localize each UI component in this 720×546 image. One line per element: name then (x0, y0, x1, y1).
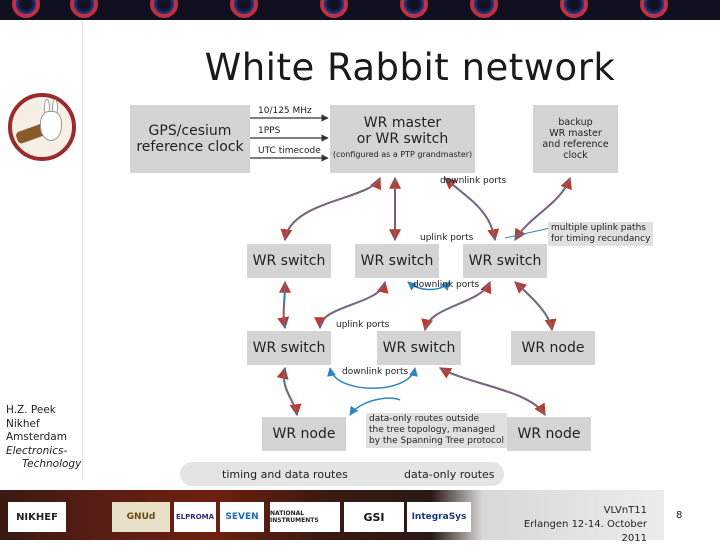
wr-node-row3-2: WR node (507, 417, 591, 451)
decor-ring (400, 0, 428, 18)
logo-gsi: GSI (344, 502, 404, 532)
callout-line (504, 227, 551, 239)
route-sw4-node1-blue (283, 367, 298, 416)
master-sub: (configured as a PTP grandmaster) (332, 150, 473, 159)
wr-switch-row1-3: WR switch (463, 244, 547, 278)
author-dept-2: Technology (22, 458, 82, 470)
decor-ring (150, 0, 178, 18)
gps-line2: reference clock (136, 139, 244, 155)
signal-label-utc: UTC timecode (258, 146, 321, 156)
data-only-line3: by the Spanning Tree protocol (369, 436, 504, 446)
route-master-sw1-blue (284, 177, 381, 241)
logo-nikhef: NIKHEF (8, 502, 66, 532)
logo-elproma: ELPROMA (174, 502, 216, 532)
route-sw5-node2-blue (439, 367, 546, 416)
backup-line3: and reference clock (542, 139, 609, 161)
route-master-sw3-blue (444, 177, 496, 241)
route-sw3-node (514, 281, 557, 332)
wr-switch-row1-2: WR switch (355, 244, 439, 278)
decor-ring (70, 0, 98, 18)
decor-ring (230, 0, 258, 18)
logo-integrasys: IntegraSys (407, 502, 471, 532)
author-name: H.Z. Peek (6, 404, 56, 416)
logo-seven: SEVEN (220, 502, 264, 532)
gps-reference-clock-box: GPS/cesium reference clock (130, 105, 250, 173)
footer-date: Erlangen 12-14. October 2011 (523, 519, 647, 544)
data-only-note: data-only routes outside the tree topolo… (366, 413, 507, 448)
wr-switch-row2-1: WR switch (247, 331, 331, 365)
data-only-line1: data-only routes outside (369, 414, 480, 424)
route-sw3-node-blue (514, 281, 553, 331)
route-sw2-sw4-blue (319, 281, 386, 329)
author-city: Amsterdam (6, 431, 67, 443)
gps-line1: GPS/cesium (148, 123, 232, 139)
uplink-ports-label-1: uplink ports (420, 233, 474, 243)
data-only-sw4-sw5 (327, 367, 418, 389)
wr-switch-row1-1: WR switch (247, 244, 331, 278)
multi-uplink-line2: for timing recundancy (551, 234, 651, 244)
master-line2: or WR switch (356, 131, 449, 147)
author-info: H.Z. Peek Nikhef Amsterdam Electronics- … (6, 404, 81, 472)
signal-label-10mhz: 10/125 MHz (258, 106, 312, 116)
route-sw3-sw5-blue (424, 281, 491, 331)
legend-timing-label: timing and data routes (222, 468, 348, 481)
white-rabbit-logo (8, 93, 76, 161)
master-line1: WR master (363, 115, 442, 131)
footer-event: VLVnT11 (603, 505, 647, 516)
left-divider (82, 20, 83, 480)
backup-line1: backup (558, 117, 593, 128)
decor-ring (470, 0, 498, 18)
decor-ring (320, 0, 348, 18)
author-dept-1: Electronics- (6, 444, 68, 457)
logo-national-instruments: NATIONAL INSTRUMENTS (270, 502, 340, 532)
data-only-line2: the tree topology, managed (369, 425, 496, 435)
backup-master-box: backup WR master and reference clock (533, 105, 618, 173)
wr-node-row2: WR node (511, 331, 595, 365)
downlink-ports-label-1: downlink ports (440, 176, 507, 186)
top-banner (0, 0, 720, 20)
signal-label-1pps: 1PPS (258, 126, 281, 136)
sponsor-logos: NIKHEF GNUd ELPROMA SEVEN NATIONAL INSTR… (0, 488, 500, 540)
wr-switch-row2-2: WR switch (377, 331, 461, 365)
legend-data-label: data-only routes (404, 468, 495, 481)
decor-ring (640, 0, 668, 18)
decor-ring (560, 0, 588, 18)
route-master-sw1 (280, 176, 381, 242)
multiple-uplink-note: multiple uplink paths for timing recunda… (548, 222, 654, 246)
downlink-ports-label-3: downlink ports (342, 367, 409, 377)
uplink-ports-label-2: uplink ports (336, 320, 390, 330)
decor-ring (12, 0, 40, 18)
route-master-sw3 (444, 177, 500, 242)
legend (180, 462, 504, 486)
backup-line2: WR master (549, 128, 602, 139)
route-sw1-sw4-blue (283, 281, 286, 329)
logo-gnud: GNUd (112, 502, 170, 532)
multi-uplink-line1: multiple uplink paths (551, 223, 646, 233)
footer-event-info: VLVnT11 Erlangen 12-14. October 2011 (497, 504, 647, 546)
route-backup-sw3-blue (514, 177, 571, 241)
rabbit-icon (40, 111, 62, 141)
data-only-sw2-sw3 (407, 281, 451, 291)
slide-title: White Rabbit network (204, 46, 616, 89)
data-only-node1 (349, 397, 401, 416)
page-number: 8 (676, 510, 683, 521)
footer-page-area (664, 490, 720, 540)
wr-node-row3-1: WR node (262, 417, 346, 451)
downlink-ports-label-2: downlink ports (413, 280, 480, 290)
author-institute: Nikhef (6, 417, 40, 430)
wr-master-box: WR master or WR switch (configured as a … (330, 105, 475, 173)
